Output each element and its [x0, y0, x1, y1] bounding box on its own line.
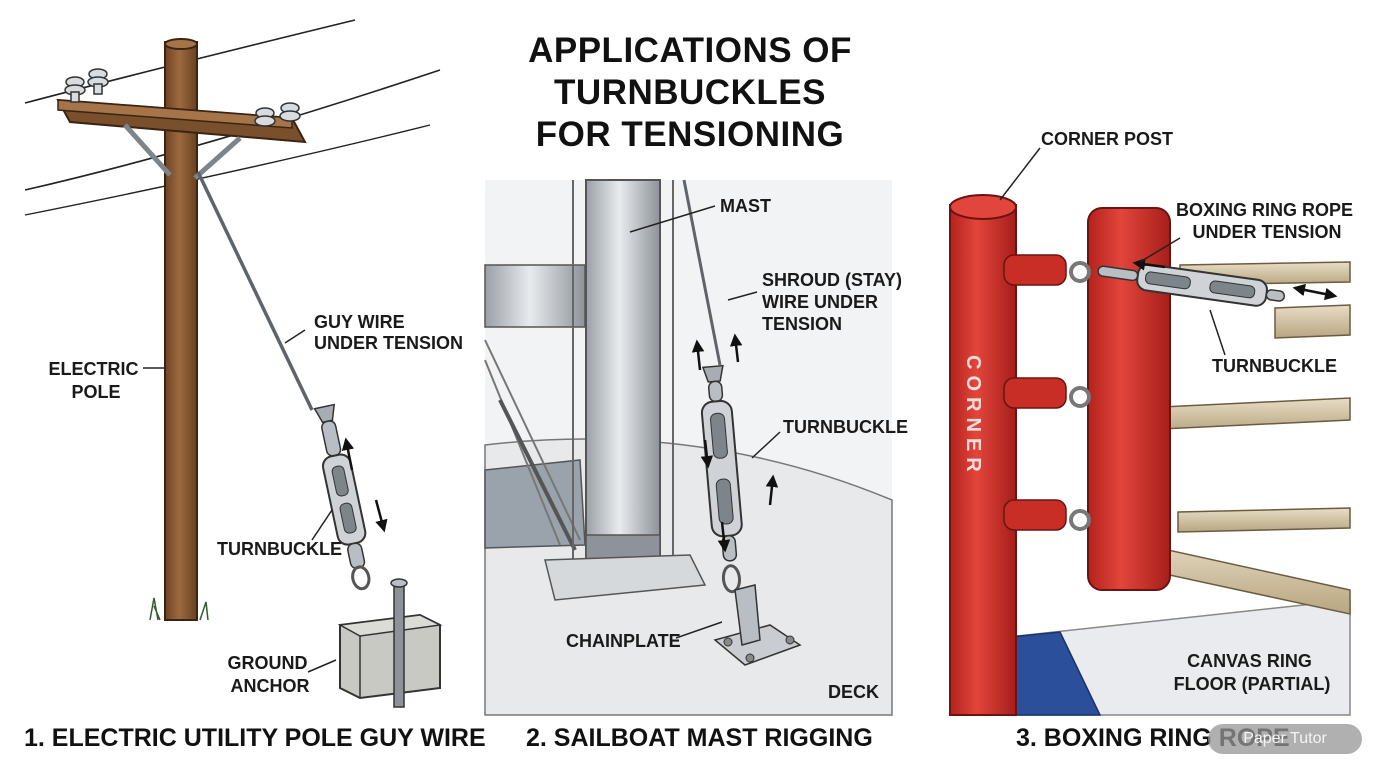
bolt	[745, 653, 755, 663]
leader-line	[675, 621, 723, 639]
cross-arm-top	[57, 99, 293, 129]
tension-arrow-up	[729, 333, 743, 363]
turnbuckle-icon	[1097, 263, 1286, 307]
label-guy-wire: GUY WIRE UNDER TENSION	[314, 312, 463, 353]
leader-line	[1139, 237, 1181, 263]
tension-arrow-left	[1132, 258, 1166, 271]
leader-line	[999, 147, 1041, 201]
label-corner-post: CORNER POST	[1041, 129, 1173, 149]
rope-pegs	[1003, 254, 1091, 531]
corner-post-lettering: CORNER	[962, 355, 984, 478]
label-turnbuckle-1: TURNBUCKLE	[217, 539, 342, 559]
peg	[1003, 254, 1067, 286]
panel-boxing-ring: CORNER CORNER POST BOXING RING ROPE UNDE…	[949, 129, 1358, 716]
brace	[123, 123, 172, 177]
label-deck: DECK	[828, 682, 879, 702]
label-turnbuckle-3: TURNBUCKLE	[1212, 356, 1337, 376]
label-chainplate: CHAINPLATE	[566, 631, 681, 651]
power-line	[24, 69, 441, 191]
anchor-rod	[393, 584, 405, 708]
peg	[1003, 499, 1067, 531]
guy-wire	[196, 171, 314, 411]
label-electric-pole: ELECTRIC POLE	[48, 359, 143, 402]
anchor-eye	[390, 578, 408, 588]
brace	[193, 136, 242, 180]
leader-line	[727, 291, 758, 301]
leader-line	[1209, 309, 1226, 356]
rigging-line	[484, 359, 561, 546]
chainplate-strap	[734, 584, 761, 646]
label-boxing-rope: BOXING RING ROPE UNDER TENSION	[1176, 200, 1358, 242]
turnbuckle-icon	[313, 403, 371, 591]
rope	[1177, 507, 1351, 533]
title-line: TURNBUCKLES	[554, 73, 826, 112]
label-ground-anchor: GROUND ANCHOR	[227, 653, 312, 696]
eye-bolt	[1069, 509, 1091, 531]
bolt	[785, 635, 795, 645]
insulator-icon	[64, 68, 301, 127]
caption-sailboat: 2. SAILBOAT MAST RIGGING	[526, 724, 873, 752]
corner-post-top	[949, 194, 1017, 220]
leader-line	[284, 329, 306, 344]
label-mast: MAST	[720, 196, 771, 216]
panel-electric-pole: ELECTRIC POLE GUY WIRE UNDER TENSION TUR…	[24, 19, 463, 708]
power-line	[24, 124, 431, 216]
tension-arrow-down	[717, 521, 731, 553]
rope-tensioned	[1274, 304, 1351, 339]
rigging-line	[484, 339, 581, 541]
mast	[585, 179, 661, 581]
tension-arrow-down	[700, 439, 714, 469]
vang	[498, 399, 577, 551]
label-canvas-floor: CANVAS RING FLOOR (PARTIAL)	[1174, 651, 1331, 694]
label-turnbuckle-2: TURNBUCKLE	[783, 417, 908, 437]
eye-bolt	[1069, 386, 1091, 408]
shroud-wire	[682, 179, 722, 366]
peg	[1003, 377, 1067, 409]
caption-electric-pole: 1. ELECTRIC UTILITY POLE GUY WIRE	[24, 724, 486, 752]
pole-top	[164, 38, 198, 50]
page-title: APPLICATIONS OF TURNBUCKLES FOR TENSIONI…	[470, 30, 910, 156]
grass	[149, 597, 209, 621]
corner-post	[949, 204, 1017, 716]
boom	[484, 264, 586, 328]
tension-arrow-double	[1292, 283, 1338, 301]
tension-arrow-up	[691, 339, 705, 371]
leader-line	[311, 509, 333, 541]
title-line: FOR TENSIONING	[535, 115, 845, 154]
watermark-badge: Paper Tutor	[1208, 724, 1362, 754]
mast-step	[544, 554, 707, 601]
label-shroud: SHROUD (STAY) WIRE UNDER TENSION	[762, 270, 907, 334]
leader-line	[307, 659, 337, 673]
leader-line	[751, 431, 781, 459]
title-line: APPLICATIONS OF	[528, 31, 852, 70]
tension-arrow-up	[341, 437, 355, 471]
leader-line	[629, 205, 716, 233]
eye-bolt	[1069, 261, 1091, 283]
bolt	[723, 637, 733, 647]
tension-arrow-down	[374, 499, 388, 533]
utility-pole	[164, 41, 198, 621]
tension-arrow-up	[765, 474, 779, 506]
panel-sailboat: MAST SHROUD (STAY) WIRE UNDER TENSION TU…	[484, 179, 908, 716]
